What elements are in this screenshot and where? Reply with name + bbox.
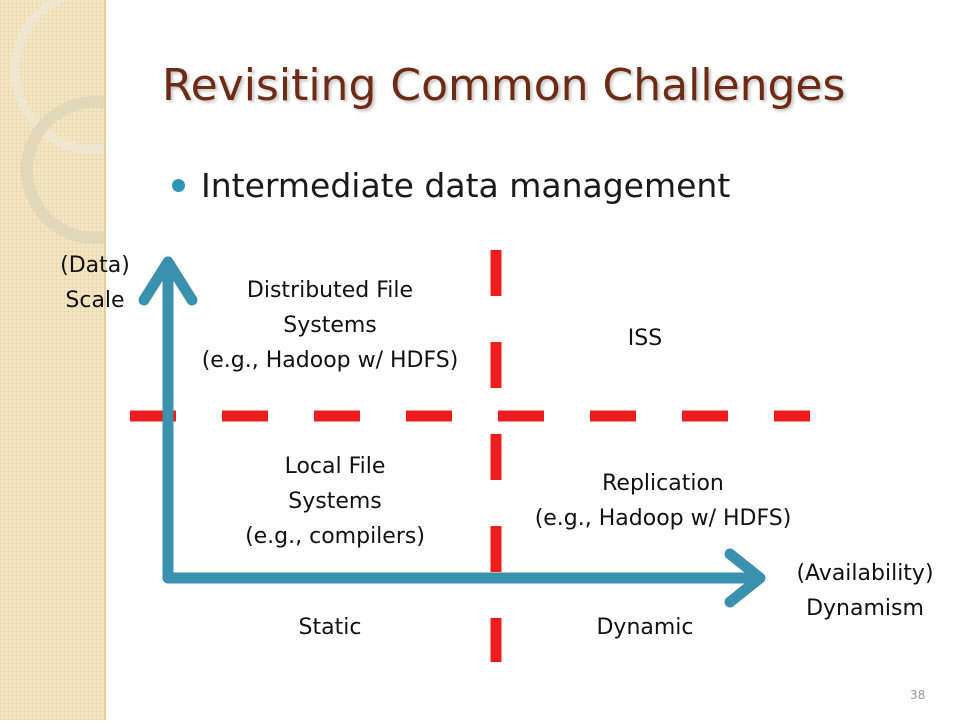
page-number: 38 bbox=[910, 688, 926, 702]
slide-title: Revisiting Common Challenges bbox=[162, 60, 846, 111]
x-axis-label: (Availability) Dynamism bbox=[796, 561, 934, 621]
quadrant-bottom-right-label: Replication (e.g., Hadoop w/ HDFS) bbox=[534, 471, 792, 531]
quadrant-top-left-label: Distributed File Systems (e.g., Hadoop w… bbox=[201, 278, 459, 373]
bullet-dot-icon bbox=[172, 179, 185, 192]
x-category-dynamic: Dynamic bbox=[596, 615, 694, 640]
bullet-text: Intermediate data management bbox=[201, 166, 731, 205]
quadrant-dividers bbox=[130, 250, 810, 662]
x-category-static: Static bbox=[298, 615, 362, 640]
y-axis-arrowhead-icon bbox=[138, 256, 198, 306]
quadrant-top-right-label: ISS bbox=[627, 326, 663, 351]
y-axis-label: (Data) Scale bbox=[60, 253, 130, 313]
quadrant-bottom-left-label: Local File Systems (e.g., compilers) bbox=[245, 454, 425, 549]
bullet-item: Intermediate data management bbox=[172, 166, 730, 205]
axis-lines bbox=[162, 256, 758, 584]
decorative-side-strip bbox=[0, 0, 180, 720]
x-axis-arrowhead-icon bbox=[724, 548, 766, 608]
axes bbox=[138, 256, 766, 608]
